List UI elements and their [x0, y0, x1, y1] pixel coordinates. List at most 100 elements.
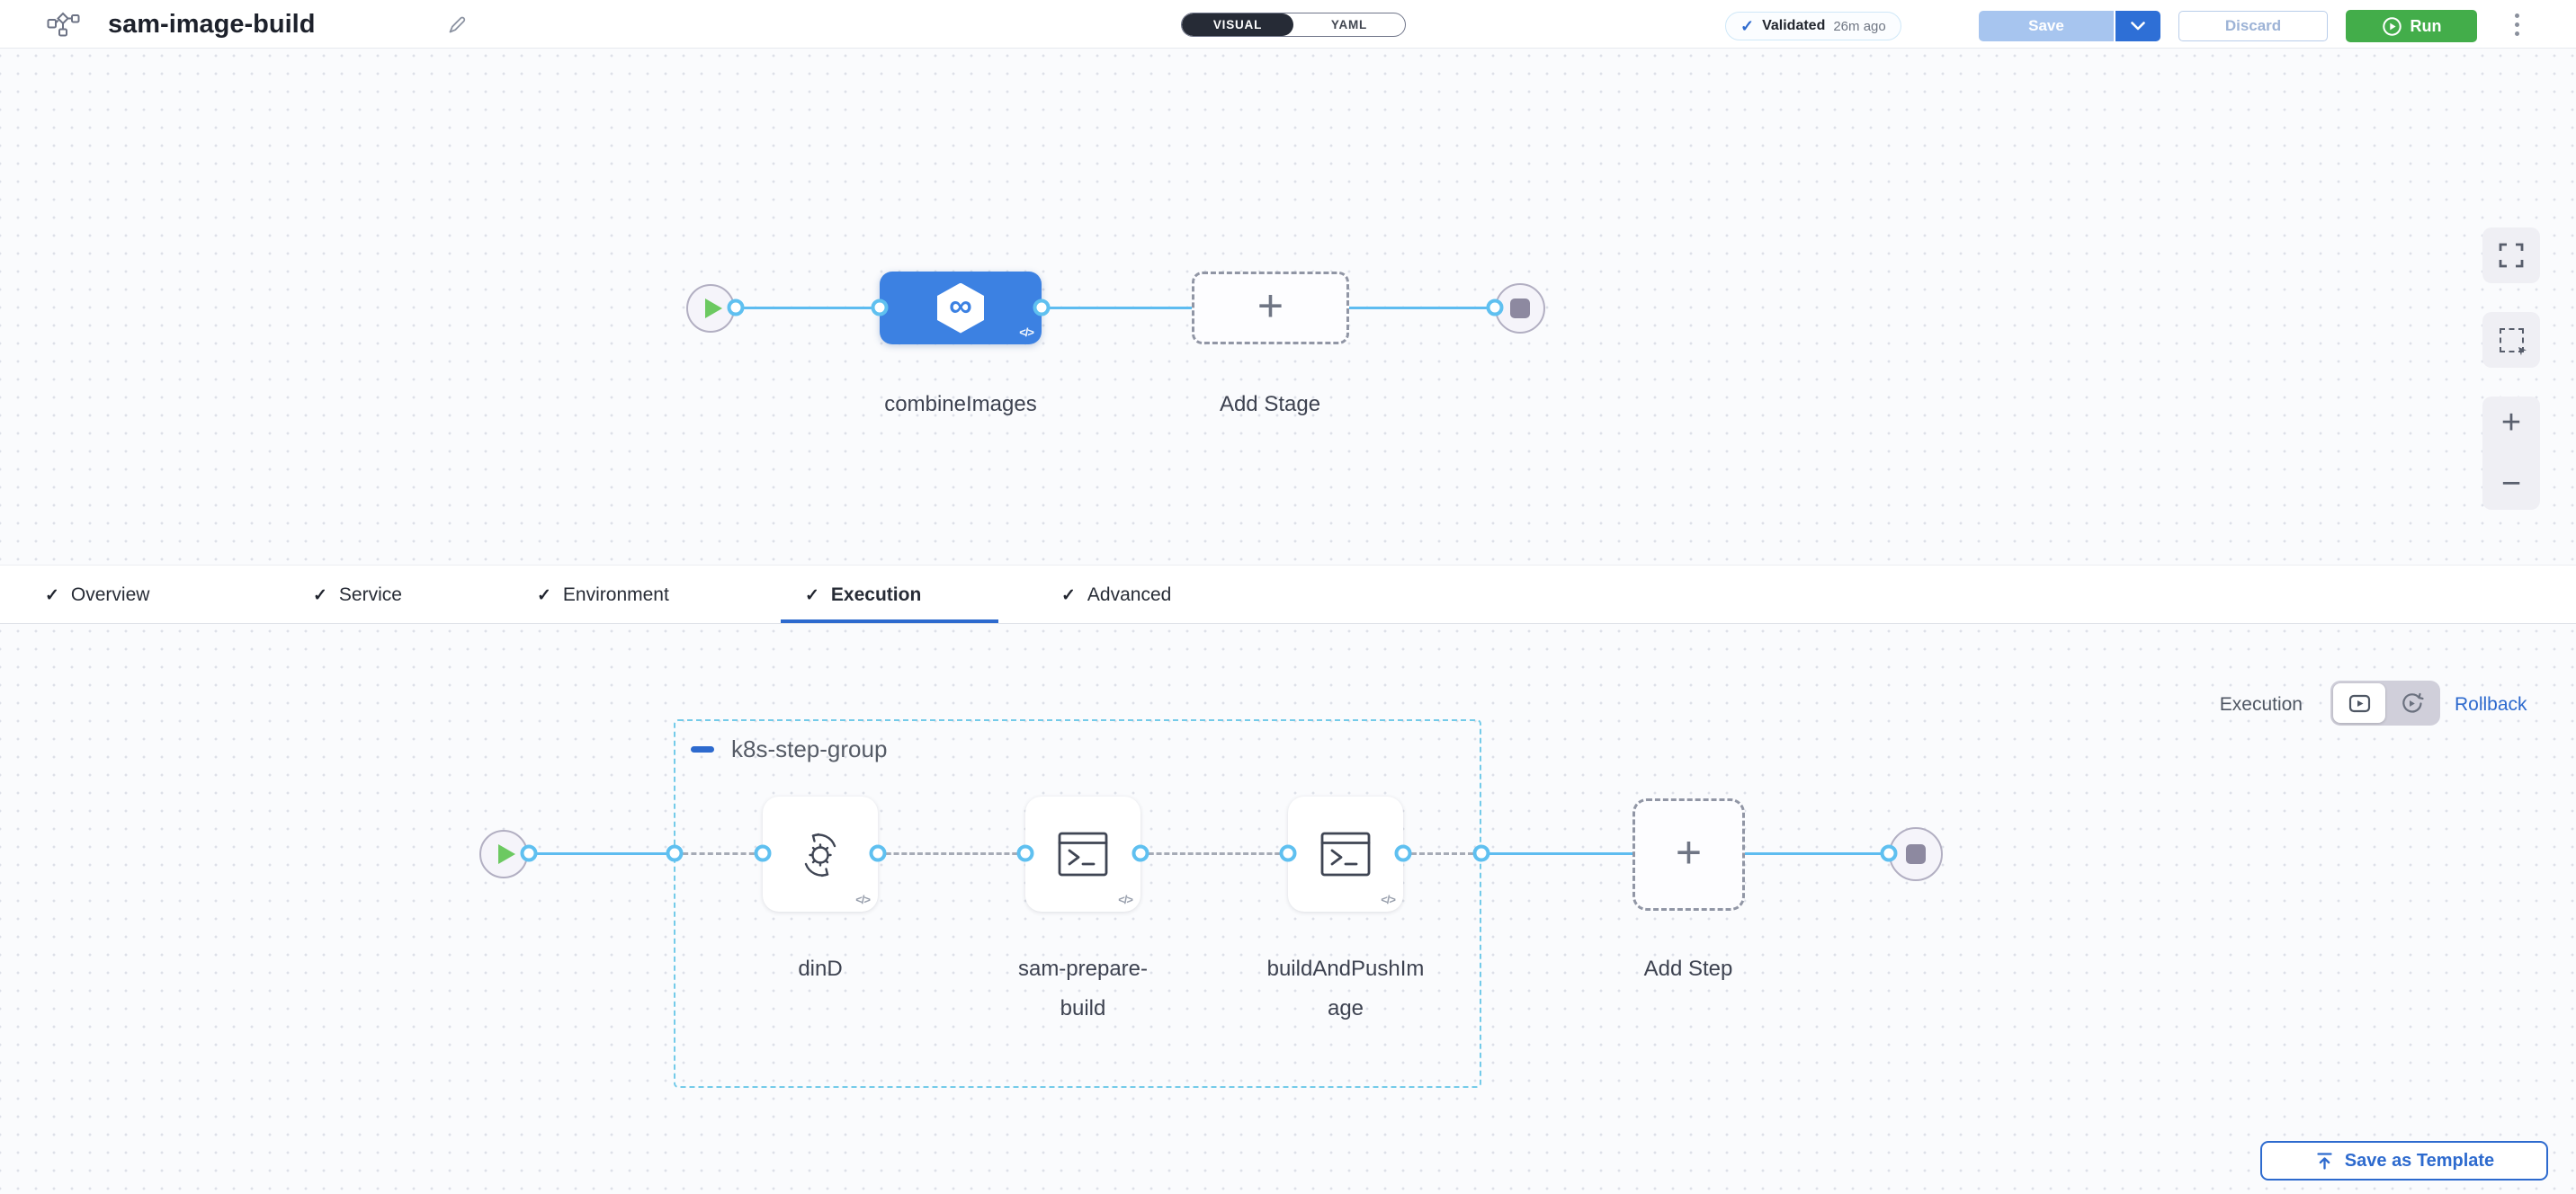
- plus-icon: +: [1257, 280, 1284, 331]
- edge-dashed: [1403, 852, 1481, 855]
- edge-dashed: [1140, 852, 1288, 855]
- tab-label: Overview: [70, 584, 150, 605]
- zoom-in-button[interactable]: +: [2500, 404, 2522, 441]
- validated-label: Validated: [1762, 18, 1826, 33]
- stage-node-combineimages[interactable]: ∞ </>: [880, 272, 1042, 344]
- save-as-template-label: Save as Template: [2344, 1150, 2495, 1171]
- add-step-button[interactable]: +: [1632, 798, 1745, 911]
- toggle-visual[interactable]: VISUAL: [1182, 13, 1293, 36]
- step-group-name: k8s-step-group: [731, 735, 888, 762]
- connector-port: [1880, 844, 1898, 862]
- edge-start-stage: [736, 307, 880, 309]
- add-step-label: Add Step: [1643, 957, 1733, 981]
- multi-select-button[interactable]: [2482, 312, 2540, 368]
- connector-port: [1016, 844, 1034, 862]
- tab-label: Execution: [830, 584, 922, 605]
- execution-end-node: [1889, 827, 1943, 881]
- upload-icon: [2317, 1152, 2332, 1170]
- play-icon: [498, 844, 515, 864]
- run-button[interactable]: Run: [2346, 10, 2477, 42]
- add-stage-label: Add Stage: [1219, 392, 1321, 416]
- step-label-dind: dinD: [798, 957, 843, 981]
- collapse-group-icon[interactable]: [691, 746, 714, 753]
- plus-icon: +: [1675, 826, 1703, 878]
- step-group-header: k8s-step-group: [691, 735, 887, 763]
- rollback-link[interactable]: Rollback: [2455, 694, 2527, 715]
- tab-overview[interactable]: ✓ Overview: [45, 566, 149, 625]
- execution-rollback-toggle: [2330, 681, 2440, 726]
- check-icon: ✓: [1061, 585, 1076, 605]
- stage-label: combineImages: [884, 392, 1037, 416]
- connector-port: [1486, 298, 1504, 316]
- run-step-icon: [1058, 832, 1108, 877]
- check-icon: ✓: [45, 585, 59, 605]
- connector-port: [869, 844, 887, 862]
- connector-port: [666, 844, 684, 862]
- step-card-dind[interactable]: </>: [763, 797, 878, 912]
- tab-advanced[interactable]: ✓ Advanced: [1061, 566, 1171, 625]
- play-circle-icon: [2382, 16, 2402, 36]
- connector-port: [1472, 844, 1490, 862]
- tab-execution[interactable]: ✓ Execution: [805, 566, 921, 625]
- check-icon: ✓: [537, 585, 551, 605]
- execution-mode-button[interactable]: [2333, 683, 2385, 723]
- page-title: sam-image-build: [108, 10, 316, 39]
- step-card-sam-prepare-build[interactable]: </>: [1025, 797, 1140, 912]
- more-options-icon[interactable]: [2506, 10, 2527, 40]
- play-icon: [705, 298, 722, 318]
- visual-yaml-toggle: VISUAL YAML: [1181, 13, 1406, 37]
- connector-port: [1033, 298, 1051, 316]
- connector-port: [1279, 844, 1297, 862]
- stop-icon: [1906, 844, 1926, 864]
- pipeline-start-node: [686, 284, 735, 333]
- validated-badge[interactable]: ✓ Validated 26m ago: [1725, 12, 1901, 40]
- add-stage-button[interactable]: +: [1192, 272, 1349, 344]
- code-badge-icon: </>: [1381, 893, 1396, 906]
- linked-stage-icon: ∞: [937, 282, 984, 334]
- code-badge-icon: </>: [855, 893, 871, 906]
- execution-flow-icon: [2348, 694, 2370, 712]
- edit-title-icon[interactable]: [447, 14, 468, 40]
- code-badge-icon: </>: [1118, 893, 1133, 906]
- step-card-buildandpushimage[interactable]: </>: [1288, 797, 1403, 912]
- execution-start-node: [479, 830, 528, 878]
- toggle-yaml[interactable]: YAML: [1330, 18, 1368, 31]
- edge: [529, 852, 675, 855]
- connector-port: [1394, 844, 1412, 862]
- connector-port: [520, 844, 538, 862]
- validated-check-icon: ✓: [1740, 16, 1755, 35]
- header-bar: sam-image-build VISUAL YAML ✓ Validated …: [0, 0, 2576, 49]
- fullscreen-button[interactable]: [2482, 227, 2540, 283]
- save-button[interactable]: Save: [1979, 11, 2114, 41]
- chevron-down-icon: [2131, 22, 2145, 31]
- tab-environment[interactable]: ✓ Environment: [537, 566, 669, 625]
- save-split-button: Save: [1979, 11, 2160, 41]
- zoom-controls: + −: [2482, 397, 2540, 510]
- tab-label: Service: [338, 584, 402, 605]
- connector-port: [1131, 844, 1149, 862]
- fullscreen-icon: [2499, 243, 2524, 268]
- run-step-icon: [1320, 832, 1371, 877]
- cursor-arrow-icon: [2518, 346, 2527, 355]
- service-dependency-icon: [804, 833, 836, 878]
- tab-label: Environment: [562, 584, 669, 605]
- tab-service[interactable]: ✓ Service: [313, 566, 402, 625]
- step-label-sam-prepare-build: sam-prepare-build: [1017, 957, 1149, 1020]
- stop-icon: [1510, 298, 1530, 318]
- edge-dashed: [878, 852, 1025, 855]
- connector-port: [727, 298, 745, 316]
- step-group-box[interactable]: [674, 719, 1481, 1088]
- zoom-out-button[interactable]: −: [2500, 465, 2522, 503]
- discard-button[interactable]: Discard: [2178, 11, 2328, 41]
- save-as-template-button[interactable]: Save as Template: [2260, 1141, 2548, 1181]
- connector-port: [871, 298, 889, 316]
- edge-stage-addstage: [1042, 307, 1192, 309]
- code-badge-icon: </>: [1019, 325, 1034, 339]
- save-options-button[interactable]: [2114, 11, 2160, 41]
- stage-config-tabs: ✓ Overview ✓ Service ✓ Environment ✓ Exe…: [0, 565, 2576, 1181]
- infinity-glyph: ∞: [949, 287, 972, 324]
- edge-dashed: [675, 852, 763, 855]
- rollback-mode-button[interactable]: [2385, 683, 2437, 723]
